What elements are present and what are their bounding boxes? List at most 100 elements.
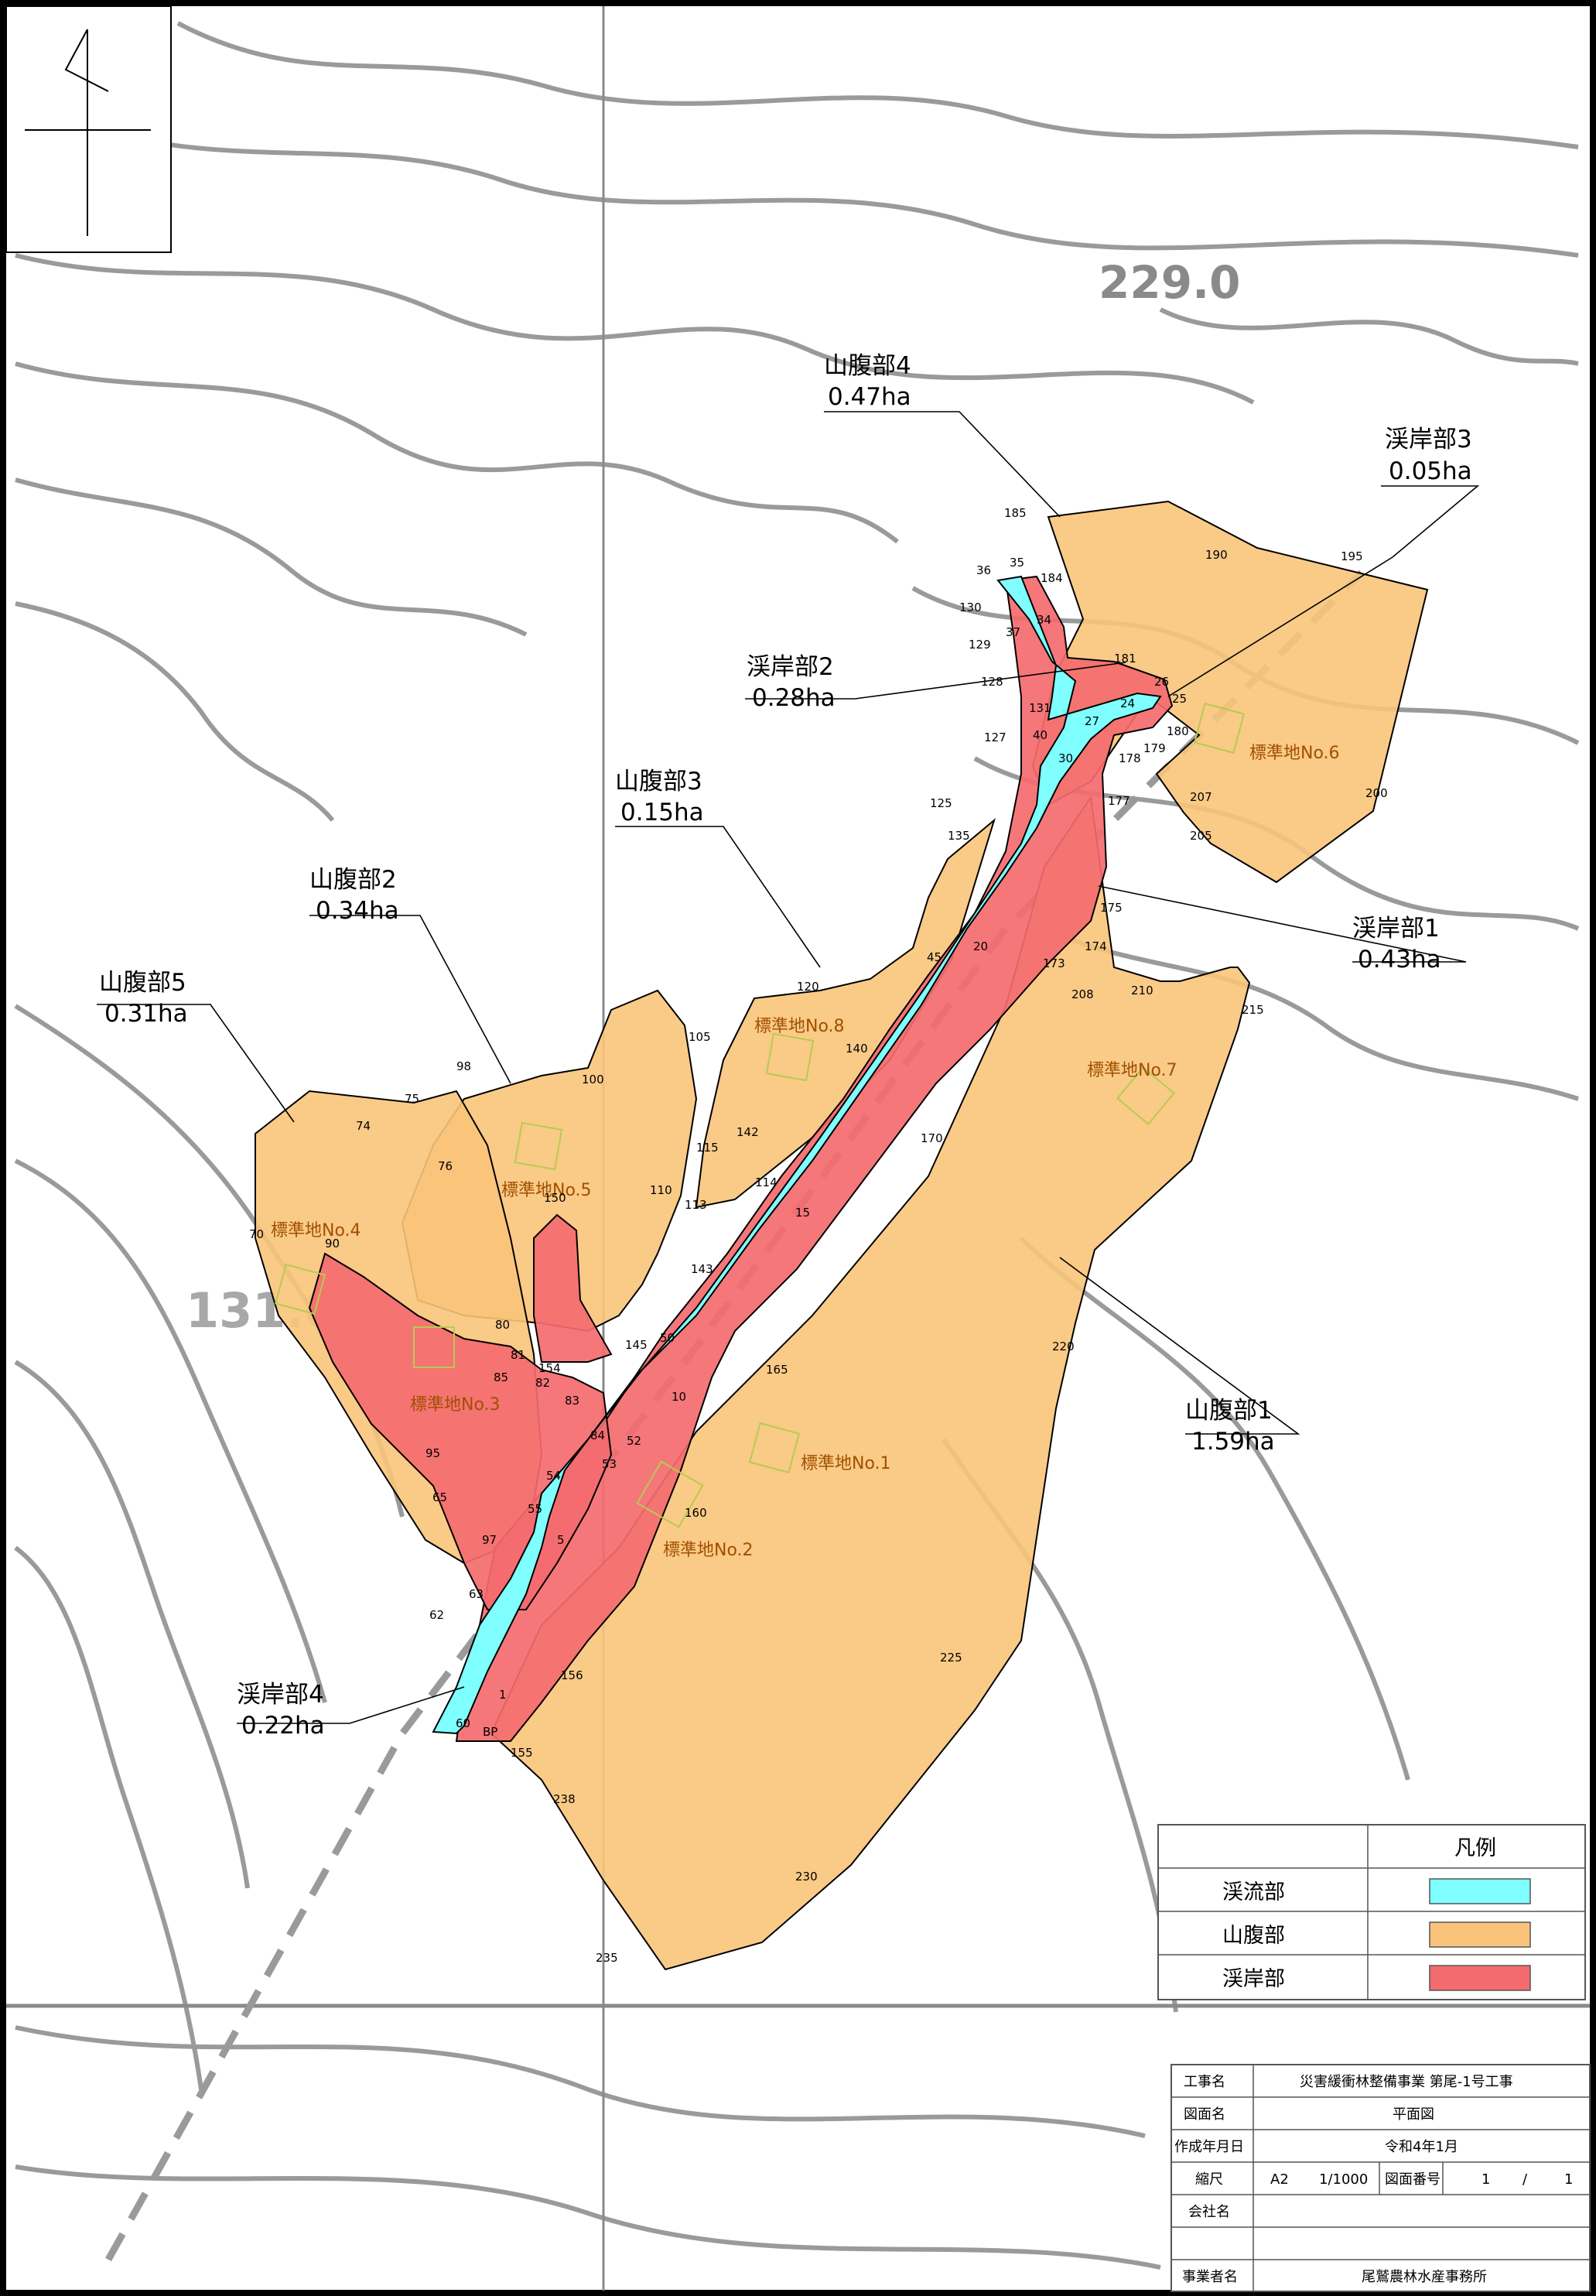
- survey-point-34: 34: [1037, 613, 1051, 627]
- survey-point-54: 54: [546, 1469, 561, 1483]
- area-label-keigan2-area: 0.28ha: [752, 684, 836, 712]
- survey-point-215: 215: [1242, 1003, 1264, 1017]
- survey-point-135: 135: [948, 829, 970, 843]
- sample-plot-squares: [274, 702, 1246, 1528]
- survey-point-200: 200: [1365, 786, 1388, 800]
- area-label-sanpuku5-name: 山腹部5: [99, 969, 186, 997]
- area-label-keigan4-name: 渓岸部4: [237, 1681, 324, 1709]
- legend-title: 凡例: [1454, 1836, 1496, 1860]
- plot-label-7: 標準地No.7: [1087, 1061, 1177, 1080]
- survey-point-84: 84: [590, 1429, 605, 1442]
- legend-swatch-stream: [1429, 1878, 1531, 1904]
- area-label-sanpuku2-name: 山腹部2: [309, 866, 397, 894]
- survey-point-26: 26: [1154, 675, 1169, 689]
- survey-point-81: 81: [511, 1348, 525, 1362]
- plot-label-4: 標準地No.4: [271, 1221, 361, 1240]
- survey-point-63: 63: [469, 1587, 484, 1601]
- area-label-keigan3-name: 渓岸部3: [1385, 426, 1472, 453]
- tb-paper-size: A2: [1270, 2171, 1289, 2188]
- survey-point-190: 190: [1205, 548, 1228, 562]
- survey-point-70: 70: [249, 1227, 264, 1241]
- tb-drawing-value: 平面図: [1393, 2106, 1434, 2123]
- tb-date-label: 作成年月日: [1174, 2139, 1244, 2155]
- survey-point-35: 35: [1010, 556, 1024, 570]
- survey-point-127: 127: [984, 731, 1006, 744]
- survey-point-208: 208: [1071, 987, 1094, 1001]
- survey-point-97: 97: [482, 1533, 497, 1547]
- survey-point-145: 145: [625, 1338, 648, 1352]
- tb-scale-label: 縮尺: [1195, 2171, 1223, 2188]
- survey-point-53: 53: [602, 1457, 617, 1471]
- survey-point-5: 5: [557, 1533, 565, 1547]
- survey-point-82: 82: [535, 1376, 550, 1390]
- survey-point-75: 75: [405, 1092, 419, 1106]
- survey-point-230: 230: [795, 1870, 818, 1884]
- plot-label-3: 標準地No.3: [410, 1395, 501, 1415]
- survey-point-52: 52: [627, 1434, 641, 1448]
- survey-point-50: 50: [660, 1331, 675, 1345]
- survey-point-185: 185: [1004, 506, 1027, 520]
- survey-point-80: 80: [495, 1318, 510, 1332]
- plot-label-2: 標準地No.2: [663, 1541, 754, 1560]
- contour-label-229: 229.0: [1099, 256, 1240, 309]
- tb-drawing-no-label: 図面番号: [1385, 2171, 1441, 2188]
- tb-operator-label: 事業者名: [1182, 2269, 1238, 2285]
- survey-point-130: 130: [959, 601, 982, 614]
- survey-point-36: 36: [976, 563, 991, 577]
- area-label-sanpuku4-area: 0.47ha: [828, 383, 911, 411]
- plot-label-6: 標準地No.6: [1249, 744, 1340, 763]
- survey-point-170: 170: [921, 1131, 943, 1145]
- survey-point-177: 177: [1108, 794, 1130, 808]
- survey-point-150: 150: [544, 1191, 566, 1205]
- area-label-keigan1-name: 渓岸部1: [1352, 915, 1440, 943]
- survey-point-195: 195: [1341, 549, 1363, 563]
- stream-channel: [432, 575, 1162, 1735]
- tb-project-label: 工事名: [1184, 2074, 1225, 2090]
- survey-point-90: 90: [325, 1237, 340, 1251]
- slope-area-1: [490, 795, 1251, 1971]
- survey-point-179: 179: [1143, 741, 1166, 755]
- legend-swatch-bank: [1429, 1965, 1531, 1991]
- survey-point-55: 55: [528, 1502, 542, 1516]
- survey-point-120: 120: [797, 980, 819, 994]
- survey-point-115: 115: [696, 1141, 719, 1155]
- survey-point-156: 156: [561, 1668, 583, 1682]
- plot-label-8: 標準地No.8: [754, 1017, 845, 1036]
- survey-point-178: 178: [1119, 751, 1141, 765]
- survey-point-235: 235: [596, 1951, 618, 1965]
- survey-point-129: 129: [969, 638, 991, 652]
- survey-point-205: 205: [1190, 829, 1212, 843]
- area-label-keigan1-area: 0.43ha: [1358, 946, 1441, 973]
- area-label-keigan2-name: 渓岸部2: [747, 653, 834, 681]
- survey-point-142: 142: [736, 1125, 759, 1139]
- legend-label-slope: 山腹部: [1222, 1924, 1285, 1948]
- tb-drawing-label: 図面名: [1184, 2106, 1225, 2123]
- survey-point-20: 20: [973, 939, 988, 953]
- legend-label-stream: 渓流部: [1222, 1880, 1285, 1904]
- survey-point-85: 85: [494, 1370, 508, 1384]
- tb-sheet-sep: /: [1523, 2171, 1528, 2188]
- survey-point-110: 110: [650, 1183, 672, 1197]
- survey-point-65: 65: [432, 1490, 447, 1504]
- survey-point-45: 45: [927, 950, 942, 964]
- area-label-keigan4-area: 0.22ha: [241, 1712, 325, 1740]
- tb-scale-value: 1/1000: [1319, 2171, 1368, 2188]
- tb-sheet-total: 1: [1564, 2171, 1573, 2188]
- survey-point-100: 100: [582, 1073, 604, 1086]
- survey-point-165: 165: [766, 1363, 788, 1377]
- survey-point-180: 180: [1167, 724, 1189, 738]
- survey-point-105: 105: [689, 1030, 711, 1044]
- north-arrow-icon: [5, 5, 172, 253]
- plot-label-5: 標準地No.5: [501, 1181, 592, 1200]
- title-block: 工事名 災害緩衝林整備事業 第尾-1号工事 図面名 平面図 作成年月日 令和4年…: [1171, 2064, 1591, 2292]
- legend-swatch-slope: [1429, 1921, 1531, 1948]
- survey-point-95: 95: [425, 1446, 440, 1460]
- survey-point-173: 173: [1043, 956, 1065, 970]
- survey-point-184: 184: [1041, 571, 1063, 585]
- bank-area-3-spur: [533, 1213, 613, 1363]
- survey-point-25: 25: [1172, 692, 1187, 706]
- survey-point-160: 160: [685, 1506, 707, 1520]
